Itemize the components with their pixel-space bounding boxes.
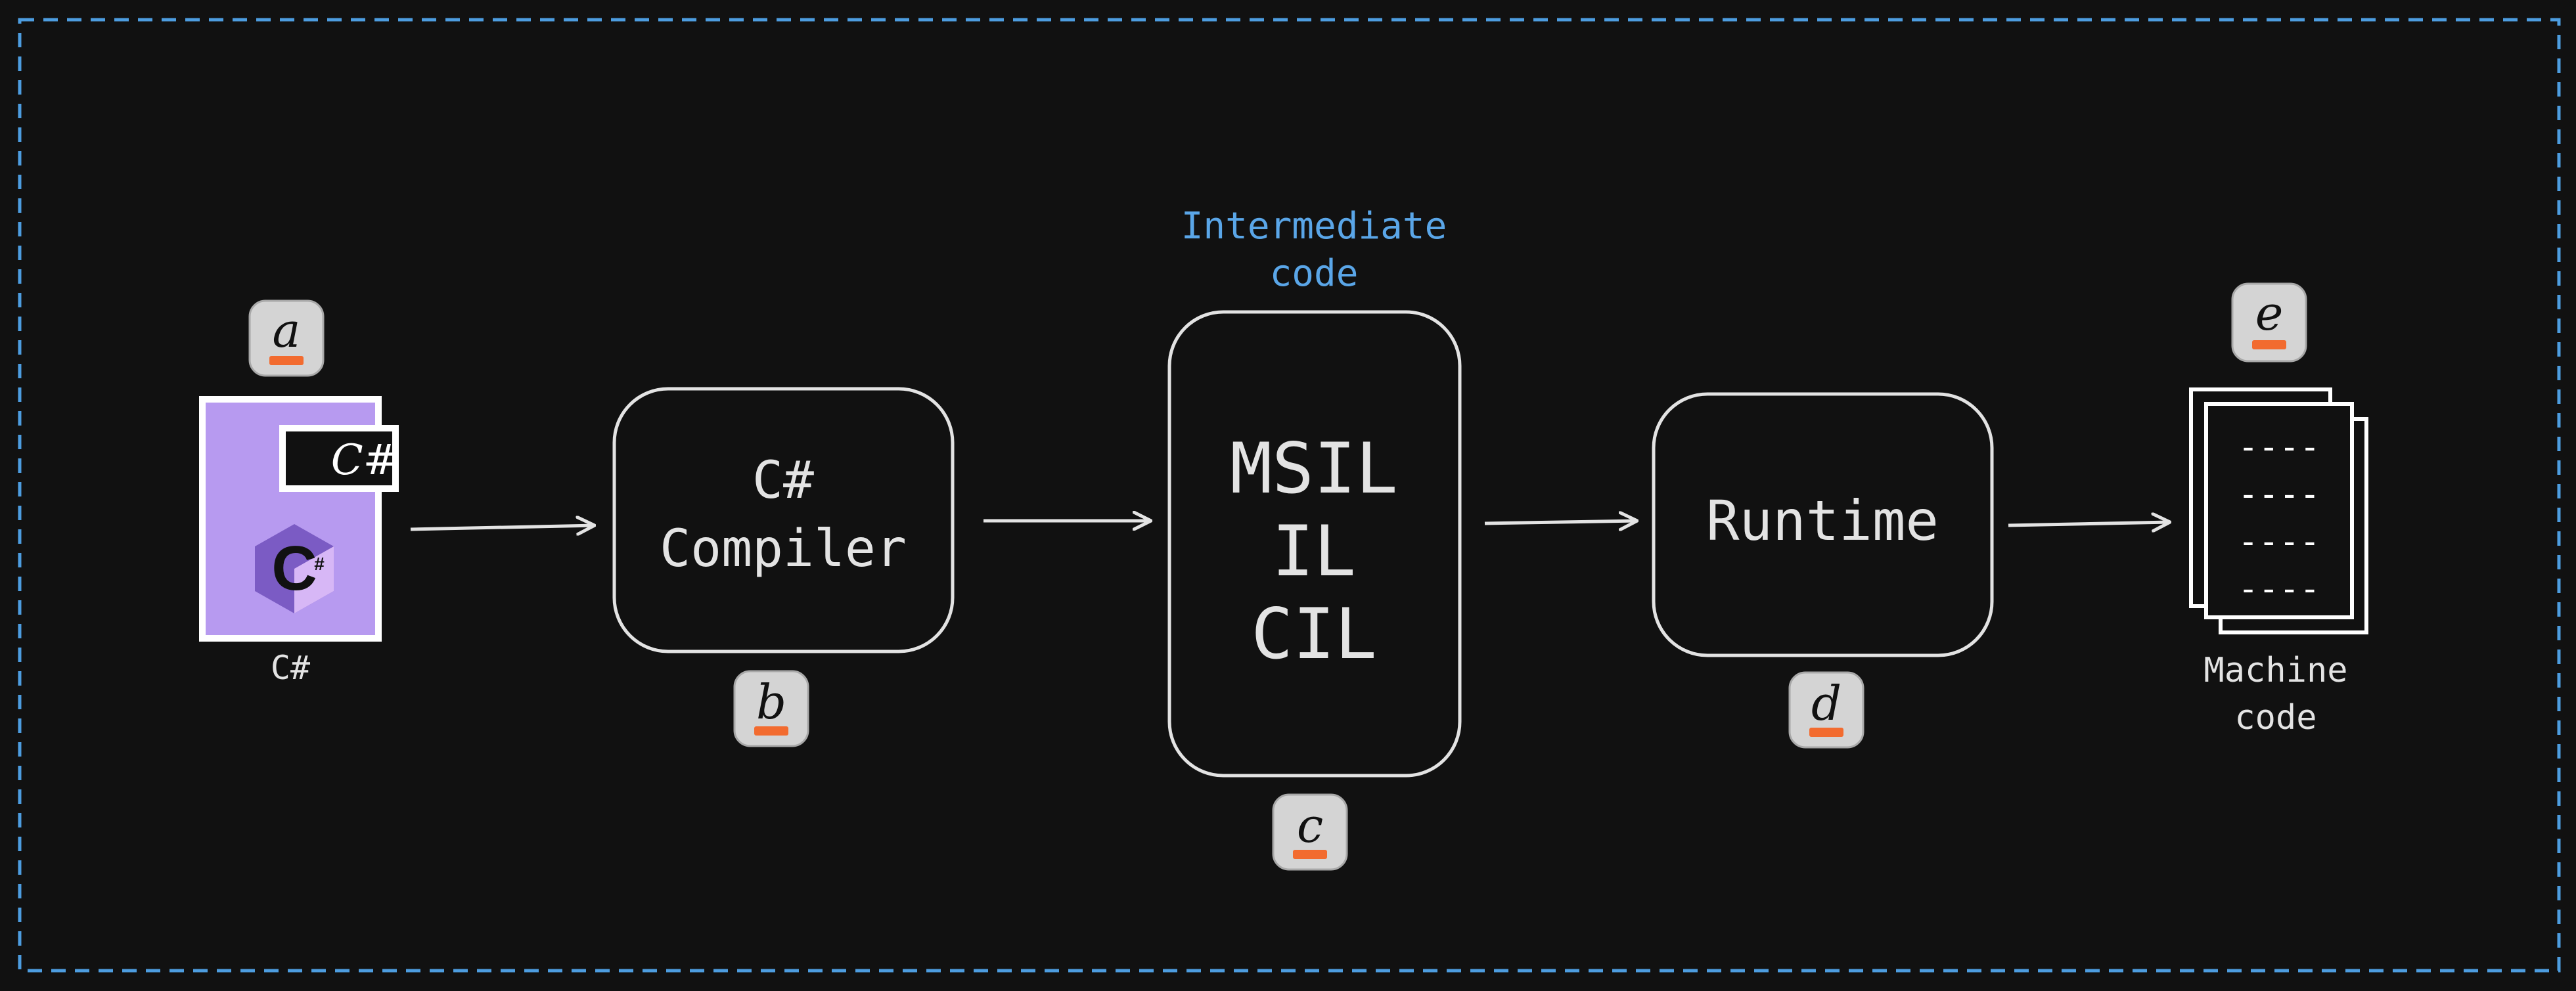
machine-caption-line2: code <box>2234 698 2316 738</box>
step-badge-b: b <box>733 670 809 747</box>
compiler-label-line1: C# <box>752 451 814 510</box>
csharp-logo-icon: C # <box>255 524 334 613</box>
intermediate-line-il: IL <box>1272 511 1356 592</box>
csharp-file-icon: C# C # <box>199 396 399 642</box>
step-badge-c: c <box>1272 793 1348 871</box>
svg-text:#: # <box>314 554 325 574</box>
svg-text:d: d <box>1811 676 1842 731</box>
svg-text:C: C <box>271 533 317 604</box>
svg-text:e: e <box>2255 286 2284 341</box>
file-tag-box <box>279 425 399 492</box>
doc-line: ---- <box>2238 569 2320 609</box>
arrow-source-to-compiler <box>410 525 595 529</box>
source-caption: C# <box>271 649 310 687</box>
intermediate-heading-line2: code <box>1270 252 1359 295</box>
compiler-box <box>612 387 955 653</box>
step-badge-a: a <box>248 299 325 377</box>
runtime-label: Runtime <box>1706 489 1939 553</box>
svg-text:b: b <box>756 674 786 730</box>
doc-line: ---- <box>2238 522 2320 562</box>
intermediate-heading-line1: Intermediate <box>1181 205 1447 248</box>
arrow-il-to-runtime <box>1484 521 1637 523</box>
intermediate-line-msil: MSIL <box>1230 428 1397 509</box>
machine-caption-line1: Machine <box>2203 651 2347 690</box>
step-badge-e: e <box>2231 282 2307 363</box>
svg-text:a: a <box>273 303 301 358</box>
doc-line: ---- <box>2238 475 2320 514</box>
intermediate-line-cil: CIL <box>1251 594 1376 674</box>
runtime-box <box>1652 392 1994 657</box>
document-stack-icon: ---- ---- ---- ---- <box>2189 387 2368 634</box>
file-tag-label: C# <box>331 436 399 485</box>
intermediate-box <box>1167 310 1462 778</box>
arrow-runtime-to-machine <box>2008 522 2170 525</box>
doc-line: ---- <box>2238 428 2320 467</box>
dashed-frame <box>18 18 2561 973</box>
compiler-label-line2: Compiler <box>660 519 907 579</box>
step-badge-d: d <box>1788 671 1864 749</box>
svg-text:c: c <box>1297 798 1323 853</box>
